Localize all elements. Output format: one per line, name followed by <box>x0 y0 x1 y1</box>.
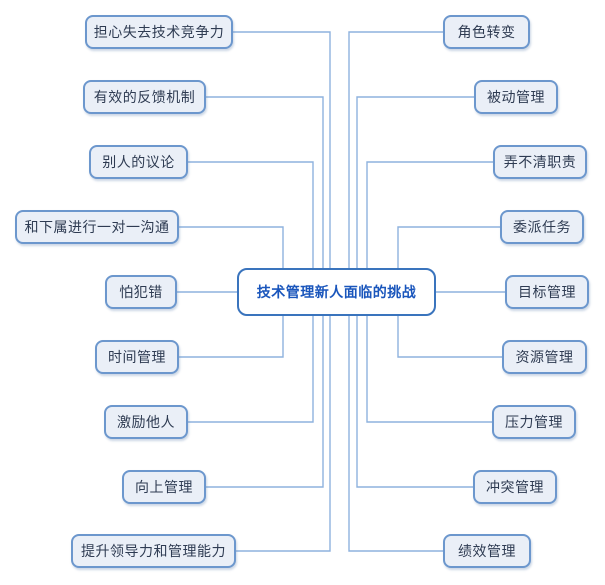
mindmap-node-left-0[interactable]: 担心失去技术竞争力 <box>85 15 233 49</box>
mindmap-node-right-3[interactable]: 委派任务 <box>500 210 584 244</box>
connector-line <box>188 316 314 423</box>
connector-line <box>206 316 324 488</box>
mindmap-node-left-1[interactable]: 有效的反馈机制 <box>83 80 206 114</box>
mindmap-node-right-4[interactable]: 目标管理 <box>505 275 589 309</box>
connector-line <box>356 96 474 269</box>
mindmap-node-right-1[interactable]: 被动管理 <box>474 80 558 114</box>
connector-line <box>366 161 493 269</box>
mindmap-node-left-4[interactable]: 怕犯错 <box>105 275 177 309</box>
connector-line <box>348 316 443 552</box>
mindmap-node-right-7[interactable]: 冲突管理 <box>473 470 557 504</box>
connector-line <box>233 31 331 269</box>
mindmap-node-left-5[interactable]: 时间管理 <box>95 340 179 374</box>
connector-line <box>188 161 314 269</box>
mindmap-node-left-7[interactable]: 向上管理 <box>122 470 206 504</box>
mindmap-root-node[interactable]: 技术管理新人面临的挑战 <box>237 268 436 316</box>
mindmap-node-right-6[interactable]: 压力管理 <box>492 405 576 439</box>
mindmap-node-left-6[interactable]: 激励他人 <box>104 405 188 439</box>
mindmap-node-left-8[interactable]: 提升领导力和管理能力 <box>71 534 236 568</box>
connector-line <box>348 31 443 269</box>
connector-line <box>366 316 492 423</box>
connector-line <box>356 316 473 488</box>
mindmap-node-right-8[interactable]: 绩效管理 <box>443 534 531 568</box>
mindmap-node-right-0[interactable]: 角色转变 <box>443 15 530 49</box>
connector-line <box>397 226 500 269</box>
mindmap-node-left-2[interactable]: 别人的议论 <box>89 145 188 179</box>
connector-line <box>236 316 331 552</box>
mindmap-node-right-2[interactable]: 弄不清职责 <box>493 145 587 179</box>
connector-line <box>206 96 324 269</box>
connector-line <box>179 316 284 358</box>
connector-line <box>179 226 284 269</box>
mindmap-node-left-3[interactable]: 和下属进行一对一沟通 <box>15 210 179 244</box>
connector-line <box>397 316 502 358</box>
mindmap-node-right-5[interactable]: 资源管理 <box>502 340 587 374</box>
